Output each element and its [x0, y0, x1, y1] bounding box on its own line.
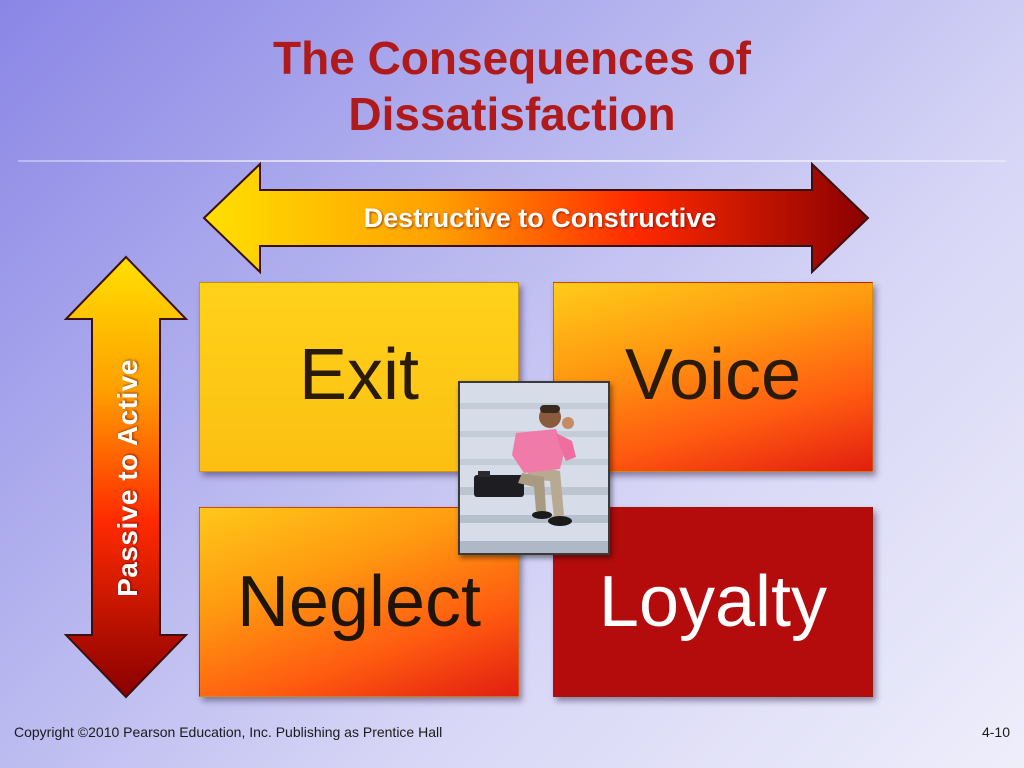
slide-title: The Consequences of Dissatisfaction — [0, 30, 1024, 142]
quadrant-loyalty-label: Loyalty — [598, 562, 828, 642]
slide-number: 4-10 — [981, 724, 1010, 740]
seated-businessman-photo — [458, 381, 610, 555]
title-divider — [18, 160, 1006, 162]
destructive-constructive-arrow — [202, 161, 870, 275]
quadrant-neglect: Neglect — [199, 507, 519, 697]
copyright-footer: Copyright ©2010 Pearson Education, Inc. … — [14, 724, 443, 740]
passive-active-arrow — [63, 255, 189, 699]
quadrant-voice-label: Voice — [624, 335, 802, 415]
quadrant-loyalty: Loyalty — [553, 507, 873, 697]
quadrant-neglect-label: Neglect — [236, 562, 482, 642]
businessman-illustration — [460, 383, 608, 553]
horizontal-axis-label: Destructive to Constructive — [363, 203, 717, 233]
vertical-axis-label: Passive to Active — [112, 359, 143, 597]
title-line-2: Dissatisfaction — [348, 88, 676, 140]
quadrant-exit-label: Exit — [298, 335, 420, 415]
title-line-1: The Consequences of — [273, 32, 751, 84]
